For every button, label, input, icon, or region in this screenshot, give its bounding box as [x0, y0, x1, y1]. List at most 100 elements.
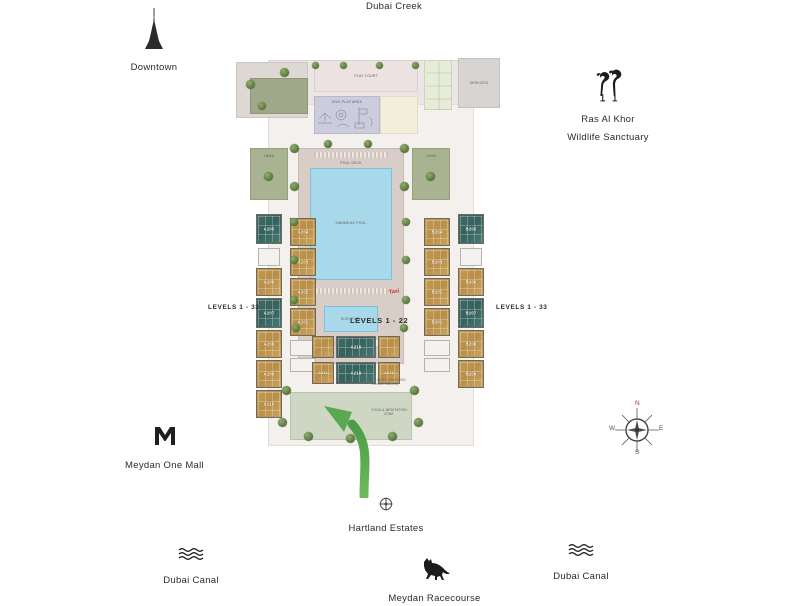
unit-block-lobby-b [424, 358, 450, 372]
zone-sand-pit [380, 96, 418, 134]
unit-block-b202[interactable]: B202 [424, 278, 450, 306]
unit-grid [460, 270, 482, 294]
compass-north-label: N [635, 400, 640, 407]
unit-block-core-b-upper [460, 248, 482, 266]
tree [278, 418, 287, 427]
unit-label: A218 [350, 370, 362, 376]
tree [290, 296, 298, 304]
unit-block-core-a-upper [258, 248, 280, 266]
unit-block-a206[interactable]: A206 [256, 268, 282, 296]
tree [414, 418, 423, 427]
meydan-m-logo-icon [102, 424, 227, 452]
unit-block-b203[interactable]: B203 [424, 248, 450, 276]
compass-rose: N E S W [606, 400, 668, 459]
landmark-label: Meydan Racecourse [388, 593, 481, 604]
zone-tennis-court [424, 60, 452, 110]
tree [402, 296, 410, 304]
unit-block-a208[interactable]: A208 [256, 330, 282, 358]
tree [280, 68, 289, 77]
unit-block-a218[interactable]: A218 [336, 362, 376, 384]
unit-label: B208 [465, 341, 477, 347]
unit-block-b201[interactable]: B201 [424, 308, 450, 336]
unit-block-south-w1[interactable] [312, 336, 334, 358]
unit-label: A208 [263, 341, 275, 347]
unit-grid [426, 280, 448, 304]
unit-block-a209[interactable]: A209 [256, 360, 282, 388]
unit-block-south-e1[interactable] [378, 336, 400, 358]
unit-grid [460, 216, 482, 242]
unit-label: B203 [431, 259, 443, 265]
zone-kids-pool: KIDS POOL [324, 306, 378, 332]
unit-label: A207 [263, 310, 275, 316]
compass-rose-small-icon [326, 497, 446, 515]
unit-grid [426, 220, 448, 244]
tree [402, 256, 410, 264]
horse-icon [372, 557, 497, 585]
tree [246, 80, 255, 89]
unit-label: A203 [297, 259, 309, 265]
unit-block-a207[interactable]: A207 [256, 298, 282, 328]
unit-label: B209 [465, 371, 477, 377]
tree [304, 432, 313, 441]
unit-block-a203[interactable]: A203 [290, 248, 316, 276]
unit-grid [258, 362, 280, 386]
tree [324, 140, 332, 148]
landmark-meydan-racecourse: Meydan Racecourse [372, 557, 497, 606]
compass-south-label: S [635, 449, 640, 456]
unit-block-b209[interactable]: B209 [458, 360, 484, 388]
unit-block-b206[interactable]: B206 [458, 268, 484, 296]
landmark-label: Dubai Canal [553, 571, 609, 582]
unit-block-b205[interactable]: B205 [458, 214, 484, 244]
unit-label: B202 [431, 289, 443, 295]
compass-east-label: E [659, 425, 664, 432]
tree [388, 432, 397, 441]
zone-label: SWIMMING POOL [335, 221, 367, 225]
unit-block-b208[interactable]: B208 [458, 330, 484, 358]
landmark-label: Ras Al Khor Wildlife Sanctuary [567, 114, 649, 143]
unit-label: A213 [384, 371, 394, 375]
flamingo-icon [548, 68, 668, 106]
master-plan-drawing: BBQ AREA WITH LAWN PLAY COURT KIDS PLAY … [228, 56, 512, 456]
landmark-label: Hartland Estates [348, 523, 424, 534]
unit-block-a211[interactable]: A211 [312, 362, 334, 384]
unit-grid [258, 392, 280, 416]
level-tag-center: LEVELS 1 - 22 [350, 316, 409, 325]
unit-grid [460, 332, 482, 356]
tree [400, 144, 409, 153]
landmark-downtown: Downtown [99, 8, 209, 75]
zone-kids-play-area: KIDS PLAY AREA [314, 96, 380, 134]
unit-block-a205[interactable]: A205 [256, 214, 282, 244]
unit-block-a210[interactable]: A210 [256, 390, 282, 418]
unit-grid [426, 250, 448, 274]
zone-label: SERVICES [469, 81, 489, 85]
unit-grid [338, 364, 374, 382]
unit-grid [258, 332, 280, 356]
waves-icon [131, 547, 251, 567]
landmark-dubai-canal-right: Dubai Canal [521, 543, 641, 584]
tree [264, 172, 273, 181]
unit-grid [258, 216, 280, 242]
note-yoga-zone: YOGA & MEDITATION ZONE [371, 408, 407, 417]
unit-block-b204[interactable]: B204 [424, 218, 450, 246]
unit-block-a213[interactable]: A213 [378, 362, 400, 384]
deck-pergola-mid [314, 288, 388, 294]
unit-grid [338, 338, 374, 356]
unit-grid [460, 300, 482, 326]
unit-grid [380, 338, 398, 356]
unit-label: A211 [318, 371, 328, 375]
unit-label: A209 [263, 371, 275, 377]
deck-pergola-top [314, 152, 388, 158]
landmark-label: Downtown [130, 62, 178, 73]
unit-block-b207[interactable]: B207 [458, 298, 484, 328]
unit-block-core-b-lower [424, 340, 450, 356]
unit-grid [292, 220, 314, 244]
unit-label: A206 [263, 279, 275, 285]
tree [376, 62, 383, 69]
landmark-label: Dubai Creek [365, 1, 423, 12]
zone-label: KIDS PLAY AREA [332, 100, 362, 104]
tree [258, 102, 266, 110]
main-entry-arrow-icon [300, 378, 410, 501]
unit-block-a216[interactable]: A216 [336, 336, 376, 358]
compass-west-label: W [609, 425, 616, 432]
zone-label: KIDS POOL [340, 317, 362, 321]
